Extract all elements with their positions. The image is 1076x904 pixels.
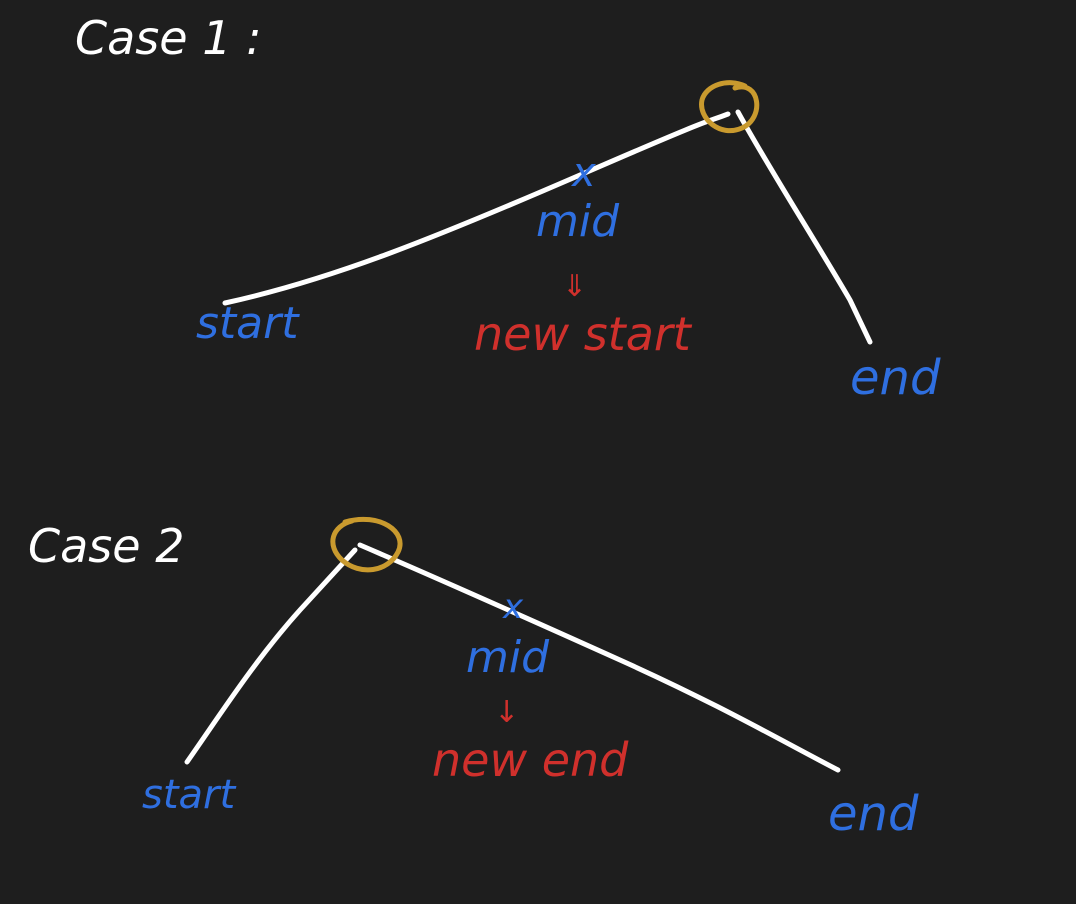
case2-group: Case 2 x mid ↓ new end start end [28, 516, 919, 842]
case1-start-label: start [196, 298, 300, 349]
case1-arrow: ⇓ [562, 269, 587, 304]
case2-mid-marker: x [502, 587, 524, 627]
case1-title: Case 1 : [75, 11, 262, 65]
case1-mid-marker: x [570, 150, 596, 196]
case2-peak-circle [330, 516, 403, 573]
case1-group: Case 1 : x mid ⇓ new start start end [75, 11, 941, 406]
case2-start-label: start [142, 772, 236, 818]
case2-end-label: end [828, 786, 919, 842]
case1-new-label: new start [474, 307, 693, 361]
case2-arrow: ↓ [494, 695, 519, 730]
case2-title: Case 2 [28, 519, 184, 573]
case2-rising-line [184, 547, 358, 765]
case1-end-label: end [850, 350, 941, 406]
case1-rising-line [222, 111, 731, 306]
case2-mid-label: mid [466, 632, 550, 683]
case1-peak-circle [699, 80, 760, 134]
case1-mid-label: mid [536, 196, 620, 247]
case2-new-label: new end [432, 733, 629, 787]
case2-falling-line [357, 542, 841, 773]
case1-falling-line [735, 109, 873, 345]
